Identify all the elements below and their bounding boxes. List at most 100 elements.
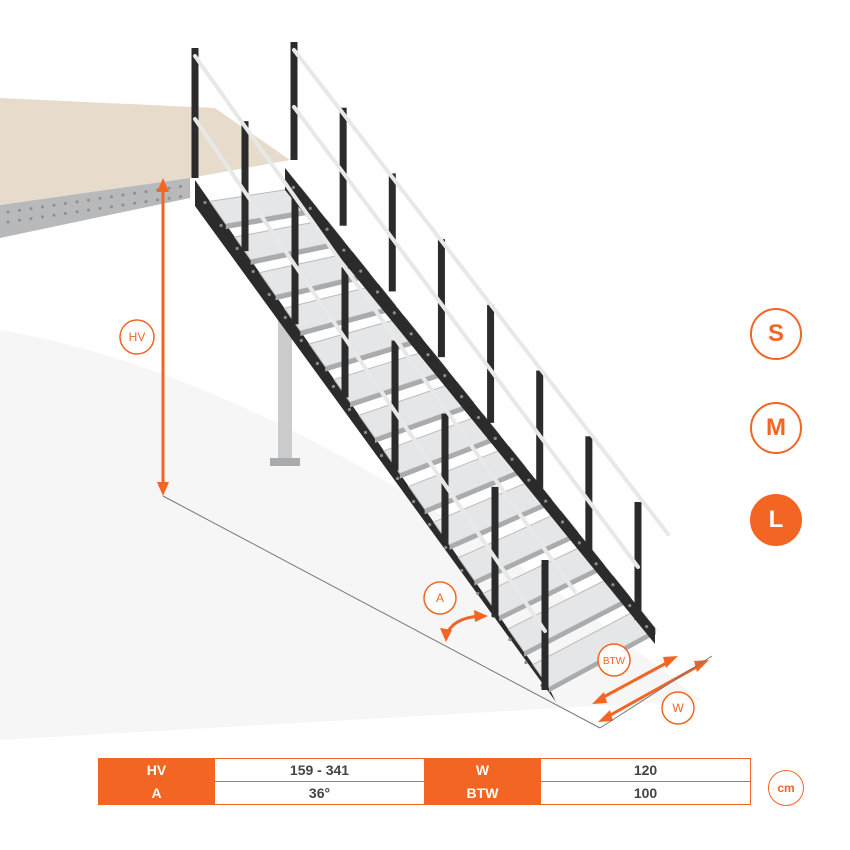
right-top-rail [292,48,670,536]
right-handrail-post [339,107,347,226]
stringer-hole [392,311,396,315]
post-base-plate [270,458,300,466]
stringer-hole [444,545,448,550]
stringer-hole [476,591,480,596]
stringer-hole [359,269,363,273]
a-label: A [423,581,457,615]
platform-hole [110,205,113,209]
size-option-m[interactable]: M [750,402,802,454]
svg-text:A: A [436,591,444,605]
stringer-hole [235,246,239,251]
platform-hole [6,210,10,214]
stringer-hole [203,200,207,205]
spec-value-btw: 100 [540,781,751,805]
stair-assembly [191,42,670,702]
left-handrail-post [291,194,299,325]
left-handrail-post [491,486,499,617]
platform-hole [110,195,113,199]
btw-arrow-a [592,692,607,704]
dimension-lines [157,178,709,722]
left-mid-rail [193,117,547,633]
left-handrail-post [441,413,449,544]
platform-hole [167,196,171,200]
spec-table: HV 159 - 341 W 120 A 36° BTW 100 [98,758,751,805]
stringer-hole [460,568,464,573]
platform-hole [98,196,102,200]
stringer-hole [308,206,312,210]
left-handrail-post [391,340,399,471]
stringer-hole [219,223,223,228]
size-option-l[interactable]: L [750,494,802,546]
stringer-hole [524,660,528,665]
stringer-hole [375,290,380,294]
platform-hole [41,205,44,209]
right-stringer [285,168,655,644]
btw-label: BTW [597,643,631,677]
stringer-hole [476,415,481,420]
stringer-hole [510,457,514,461]
platform-hole [156,198,159,202]
right-handrail-post [437,239,445,358]
right-handrail-post [388,173,396,292]
platform-hole [52,213,56,217]
ground-reference-lines [162,495,713,729]
stringer-hole [291,185,296,190]
stringer-hole [443,374,447,378]
spec-key-btw: BTW [424,781,541,805]
size-option-s[interactable]: S [750,308,802,360]
left-handrail-post [241,121,249,252]
platform-hole [144,190,148,194]
stringer-hole [577,541,581,545]
right-handrail-post [487,304,495,423]
stringer-hole [412,499,416,504]
right-handrail-post [290,42,298,160]
platform-hole [133,201,136,205]
stringer-hole [426,353,430,357]
platform-hole [6,220,10,224]
platform-hole [41,215,44,219]
stringer-hole [644,624,649,629]
stringer-hole [409,332,413,336]
angle-arrow-a [440,628,452,642]
platform-hole [87,208,90,212]
stringer-hole [299,338,303,343]
left-top-rail [193,54,577,594]
platform-hole [29,217,33,221]
staircase-illustration: HV A BTW W [0,42,713,729]
stringer-hole [331,384,335,389]
btw-arrow-b [663,656,678,668]
stringer-hole [283,315,287,320]
unit-label: cm [777,781,795,795]
stringer-hole [395,476,400,481]
platform-hole [121,193,125,197]
stringer-hole [428,522,432,527]
right-mid-rail [292,105,640,569]
stringer-hole [363,430,368,435]
stringer-hole [527,478,531,482]
stringer-hole [560,520,565,524]
platform-hole [179,195,182,198]
stringer-hole [611,583,615,587]
tread-nosing [449,499,552,550]
unit-badge: cm [768,770,804,806]
platform-hole [75,200,79,204]
platform-hole [52,203,56,207]
hv-arrow-bottom [157,482,169,496]
right-handrail-post [585,436,593,555]
angle-arrow-b [474,610,488,622]
spec-key-hv: HV [98,758,215,782]
spec-row: A 36° BTW 100 [98,781,751,805]
w-arrow-b [694,660,709,672]
platform-hole [18,208,21,212]
platform-hole [144,200,148,204]
platform-hole [179,185,182,188]
stringer-hole [315,361,319,366]
svg-text:HV: HV [129,330,146,344]
platform [0,98,300,466]
hv-arrow-top [157,178,169,192]
stringer-hole [508,637,512,642]
right-handrail-post [634,502,642,620]
tread-nosing [474,532,578,586]
left-handrail-post [341,267,349,398]
spec-value-a: 36° [214,781,425,805]
